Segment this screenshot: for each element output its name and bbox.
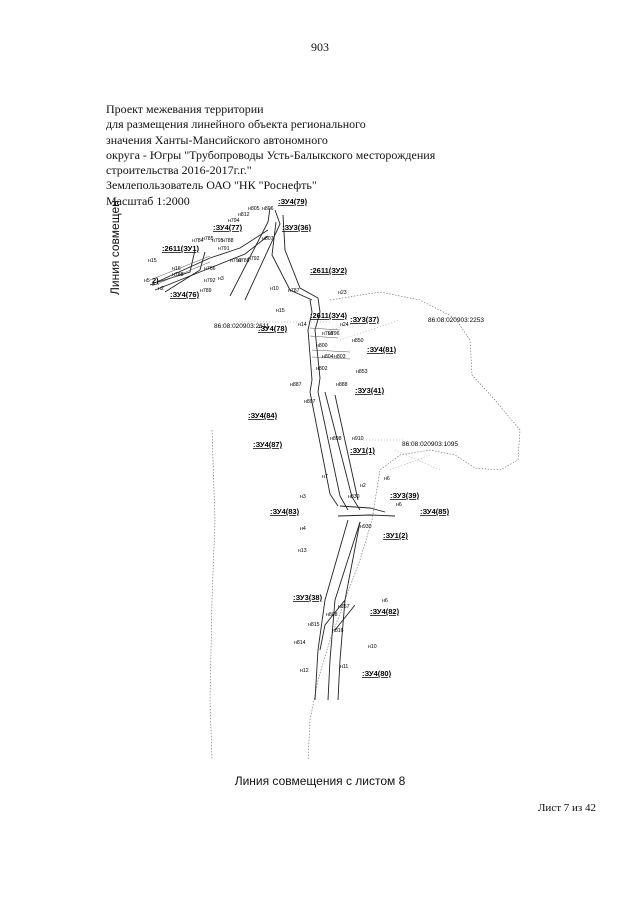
- point-label: н16: [172, 266, 181, 272]
- parcel-label: :2611(ЗУ1): [162, 244, 200, 253]
- header-line: Проект межевания территории: [106, 102, 264, 116]
- point-label: н796: [328, 331, 340, 337]
- header-line: строительства 2016-2017г.г.": [106, 163, 252, 178]
- point-label: н807: [262, 236, 274, 242]
- header-line: для размещения линейного объекта региона…: [106, 117, 366, 132]
- point-label: н766: [204, 266, 216, 272]
- point-label: н794: [228, 218, 240, 224]
- sheet-number: Лист 7 из 42: [537, 802, 596, 814]
- point-label: н806: [262, 206, 274, 212]
- parcel-label: :ЗУ4(80): [362, 669, 392, 678]
- parcel-label: :ЗУ3(37): [350, 315, 380, 324]
- point-label: н857: [338, 604, 350, 610]
- point-label: н3: [218, 276, 224, 282]
- point-label: н6: [396, 502, 402, 508]
- point-label: н3: [300, 494, 306, 500]
- parcel-label: :ЗУ1(2): [383, 531, 408, 540]
- point-label: н784: [192, 238, 204, 244]
- cadastral-boundary: [209, 429, 216, 761]
- point-label: н788: [222, 238, 234, 244]
- parcel-label: :ЗУ4(85): [420, 507, 450, 516]
- point-label: н785: [202, 236, 214, 242]
- point-label: н897: [304, 399, 316, 405]
- parcel-label: :ЗУ4(81): [367, 345, 397, 354]
- header-line: Землепользователь ОАО "НК "Роснефть": [106, 178, 317, 193]
- parcel-label: :ЗУ3(38): [293, 593, 323, 602]
- point-label: н798: [322, 331, 334, 337]
- point-label: н6: [384, 476, 390, 482]
- parcel-label: :ЗУ1(1): [350, 446, 375, 455]
- point-label: н816: [332, 628, 344, 634]
- point-label: н10: [270, 286, 279, 292]
- point-label: н15: [148, 258, 157, 264]
- point-label: н788: [172, 272, 184, 278]
- match-line-title: Линия совмещения с листом 8: [234, 774, 406, 788]
- parcel-label: :ЗУ4(77): [213, 223, 243, 232]
- parcel-label: :ЗУ4(83): [270, 507, 300, 516]
- point-label: н808: [326, 612, 338, 618]
- cadastral-number-label: 86:08:020903:2253: [428, 317, 484, 324]
- point-label: н888: [336, 382, 348, 388]
- point-label: н15: [276, 308, 285, 314]
- point-label: н787: [288, 288, 300, 294]
- point-label: н815: [308, 622, 320, 628]
- point-label: н803: [334, 354, 346, 360]
- point-label: н4: [300, 526, 306, 532]
- point-label: н887: [290, 382, 302, 388]
- point-label: н7: [322, 474, 328, 480]
- parcel-label: :2611(ЗУ4): [310, 311, 348, 320]
- parcel-label: :ЗУ3(39): [390, 491, 420, 500]
- point-label: н6: [382, 598, 388, 604]
- point-label: н804: [322, 354, 334, 360]
- point-label: н930: [360, 524, 372, 530]
- cadastral-number-label: 86:08:020903:2611: [214, 323, 270, 330]
- point-label: н814: [294, 640, 306, 646]
- point-label: н13: [298, 548, 307, 554]
- parcel-label: :ЗУ4(79): [278, 197, 308, 206]
- parcel-label: :ЗУ3(36): [282, 223, 312, 232]
- point-label: н850: [352, 338, 364, 344]
- point-label: н898: [330, 436, 342, 442]
- parcel-label: :2611(ЗУ2): [310, 266, 348, 275]
- page-number: 903: [311, 40, 329, 54]
- point-label: н11: [340, 664, 348, 670]
- point-label: н23: [338, 290, 347, 296]
- point-label: н802: [316, 366, 328, 372]
- parcel-label: :ЗУ4(78): [258, 324, 288, 333]
- point-label: н789: [200, 288, 212, 294]
- pipeline-corridor: [149, 207, 396, 701]
- parcel-label: :ЗУ3(41): [355, 386, 385, 395]
- parcel-label: :ЗУ4(84): [248, 411, 278, 420]
- point-label: н791: [218, 246, 230, 252]
- parcel-label: 2): [152, 276, 159, 285]
- point-label: н910: [352, 436, 364, 442]
- point-label: н5: [144, 278, 150, 284]
- point-label: н800: [316, 343, 328, 349]
- point-label: н805: [248, 206, 260, 212]
- point-label: н786: [238, 258, 250, 264]
- parcel-label: :ЗУ4(87): [253, 440, 283, 449]
- point-label: н792: [204, 278, 216, 284]
- point-label: н14: [298, 322, 307, 328]
- scale-line: Масштаб 1:2000: [106, 193, 190, 208]
- point-label: н830: [348, 494, 360, 500]
- cadastral-boundary: [307, 291, 521, 761]
- point-label: н2: [158, 286, 164, 292]
- point-label: н24: [340, 322, 349, 328]
- header-line: округа - Югры "Трубопроводы Усть-Балыкск…: [106, 147, 436, 162]
- point-label: н10: [368, 644, 377, 650]
- parcel-label: :ЗУ4(76): [170, 290, 200, 299]
- point-label: н790: [230, 258, 242, 264]
- cadastral-number-label: 86:08:020903:1095: [402, 441, 458, 448]
- parcel-label: :ЗУ4(82): [370, 607, 400, 616]
- point-label: н12: [300, 668, 309, 674]
- document-header: Проект межевания территории для размещен…: [106, 102, 435, 209]
- point-label: н2: [360, 483, 366, 489]
- point-label: н792: [248, 256, 260, 262]
- point-label: н853: [356, 369, 368, 375]
- point-label: н795: [212, 238, 224, 244]
- point-label: н812: [238, 212, 250, 218]
- header-line: значения Ханты-Мансийского автономного: [106, 132, 328, 147]
